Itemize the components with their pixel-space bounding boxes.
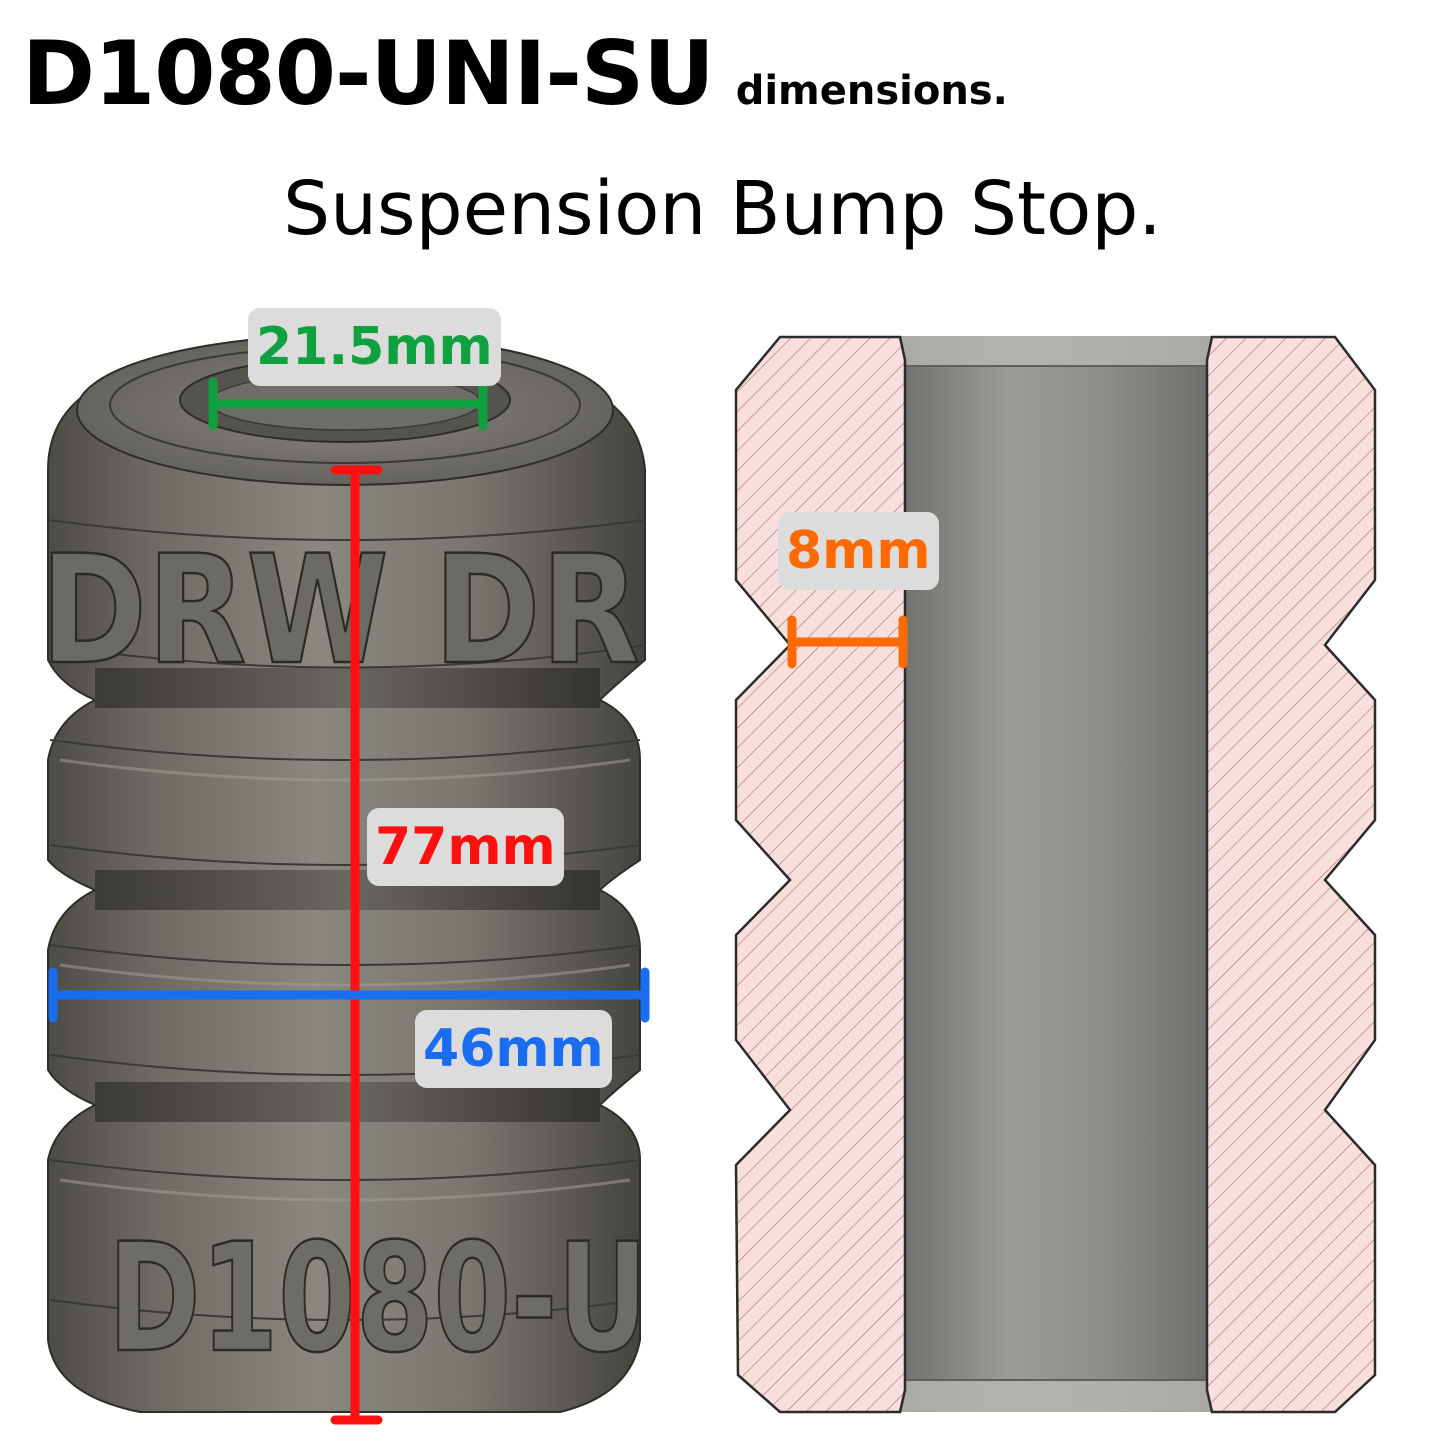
bore-channel bbox=[900, 336, 1212, 1412]
groove-band bbox=[95, 668, 600, 708]
wall-thickness-label: 8mm bbox=[778, 512, 939, 590]
engraving-bottom: D1080-U bbox=[108, 1212, 648, 1386]
dimension-bore-diameter bbox=[208, 377, 488, 431]
dimension-outer-diameter bbox=[48, 967, 650, 1023]
part-code: D1080-UNI-SU bbox=[22, 22, 715, 125]
cross-section-view bbox=[734, 335, 1377, 1414]
dimension-wall-thickness bbox=[787, 615, 908, 669]
bump-stop-render: DRW DR D1080-U bbox=[39, 334, 649, 1413]
height-label: 77mm bbox=[367, 808, 564, 886]
dimension-height bbox=[330, 465, 383, 1425]
engraving-top: DRW DR bbox=[40, 524, 640, 698]
page-subtitle: Suspension Bump Stop. bbox=[283, 166, 1162, 252]
section-wall-right bbox=[1205, 335, 1377, 1414]
outer-diameter-label: 46mm bbox=[415, 1010, 612, 1088]
bore-diameter-label: 21.5mm bbox=[248, 308, 501, 386]
section-wall-left bbox=[734, 335, 907, 1414]
part-suffix: dimensions. bbox=[735, 68, 1008, 114]
groove-band bbox=[95, 1082, 600, 1122]
